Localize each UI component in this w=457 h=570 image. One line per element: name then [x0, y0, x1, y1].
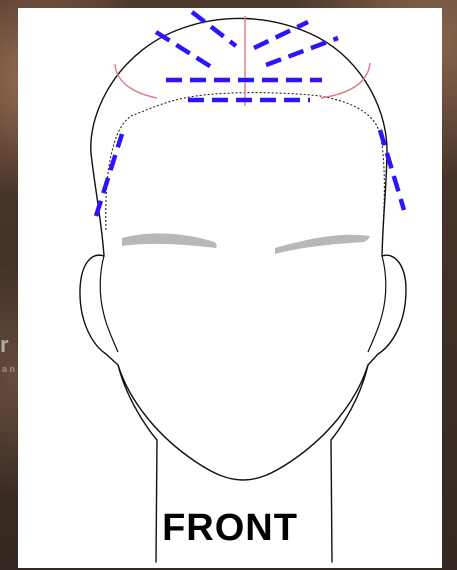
left-red-guide	[115, 64, 157, 98]
left-ear-inner-line	[100, 256, 118, 352]
blue-dash-lines	[96, 12, 404, 216]
crown-left-dash-line	[156, 32, 216, 70]
top-left-dash-line	[192, 12, 236, 46]
hairline-guide	[106, 93, 385, 230]
crown-right-dash-line	[254, 22, 308, 48]
right-ear-inner-line	[368, 256, 386, 352]
left-side-dash-line	[96, 134, 122, 216]
head-diagram	[18, 8, 442, 568]
front-label: FRONT	[18, 507, 442, 550]
right-red-guide	[321, 63, 370, 98]
left-eyebrow	[122, 233, 217, 248]
right-side-dash-line	[380, 130, 404, 210]
right-eyebrow	[275, 235, 370, 254]
head-diagram-card: FRONT	[18, 8, 442, 568]
